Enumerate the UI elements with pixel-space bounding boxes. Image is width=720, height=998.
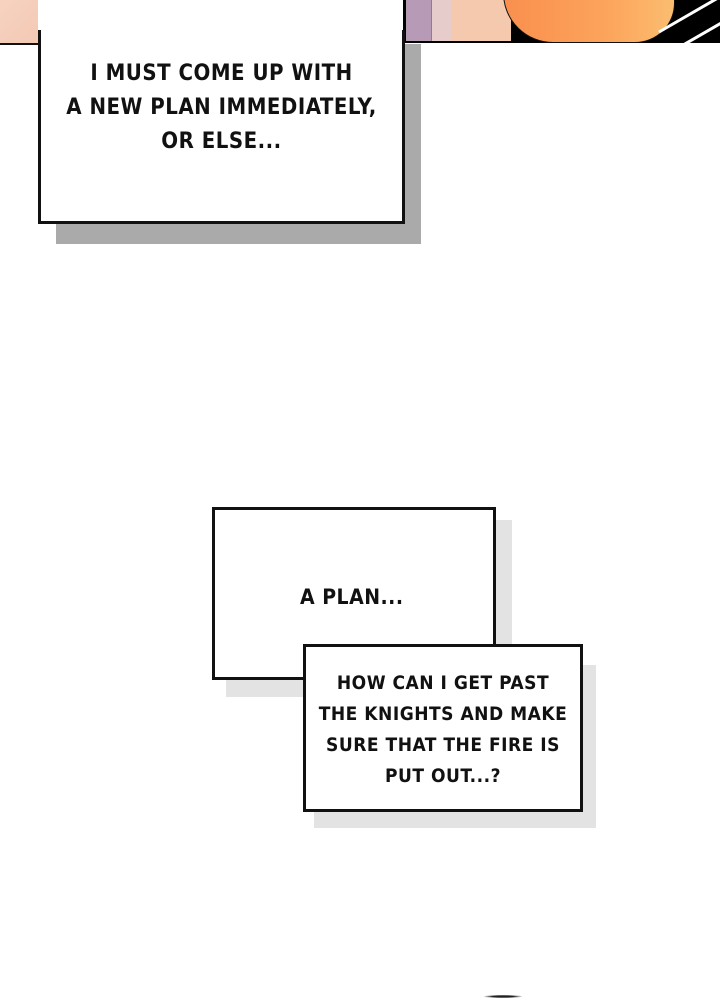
caption-line: OR ELSE...: [161, 129, 282, 154]
comic-panel-art: [0, 0, 720, 45]
panel-art-right: [403, 0, 720, 43]
caption-line: THE KNIGHTS AND MAKE: [318, 703, 568, 725]
caption-line: A NEW PLAN IMMEDIATELY,: [66, 95, 377, 120]
caption-line: HOW CAN I GET PAST: [336, 672, 550, 694]
orange-hair: [503, 0, 675, 43]
caption-line: A PLAN...: [300, 585, 404, 609]
caption-line: SURE THAT THE FIRE IS: [326, 734, 560, 756]
caption-box-3: [303, 644, 583, 812]
caption-box-1: [38, 30, 405, 224]
fabric-lace: [431, 0, 452, 41]
caption-2-text: A PLAN...: [300, 582, 420, 612]
caption-line: I MUST COME UP WITH: [90, 61, 353, 86]
next-panel-edge: [484, 995, 522, 998]
caption-3-text: HOW CAN I GET PAST THE KNIGHTS AND MAKE …: [303, 668, 583, 792]
caption-line: PUT OUT...?: [384, 765, 502, 787]
panel-art-left: [0, 0, 38, 45]
skin-area: [451, 0, 511, 41]
caption-1-text: I MUST COME UP WITH A NEW PLAN IMMEDIATE…: [38, 57, 405, 159]
